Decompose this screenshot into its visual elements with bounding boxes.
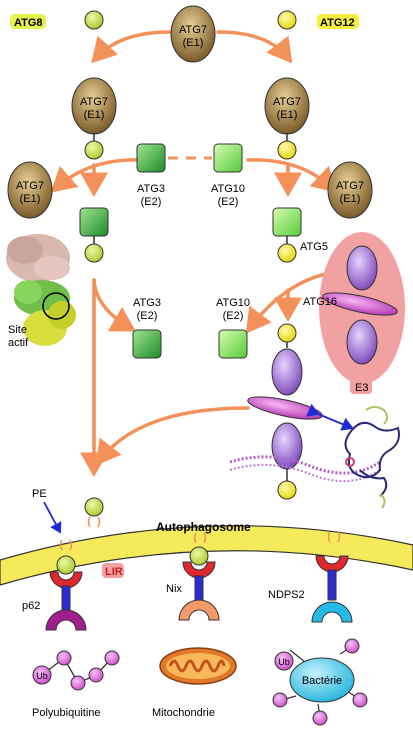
atg10-released-square — [218, 329, 248, 359]
lir-label: LIR — [105, 566, 123, 578]
atg7-e1-left: ATG7 (E1) — [71, 77, 117, 135]
atg10-e2-label: (E2) — [218, 196, 239, 208]
lc3-anchor-nix — [193, 532, 207, 544]
atg7-e1-released-left: ATG7 (E1) — [7, 161, 53, 219]
active-site-circle — [42, 292, 70, 320]
ndps2-tail — [311, 601, 353, 623]
e3-label-bg — [350, 379, 372, 394]
autophagosome-membrane — [0, 525, 413, 586]
atg3-released-square — [132, 329, 162, 359]
atg7-e1-released-right: ATG7 (E1) — [327, 161, 373, 219]
mitochondria-icon — [159, 647, 237, 685]
polyubiquitine-label: Polyubiquitine — [32, 707, 101, 719]
arrow-atg10-to-atg7 — [246, 158, 338, 193]
svg-text:ATG7: ATG7 — [16, 180, 44, 192]
nix-label: Nix — [166, 583, 182, 595]
ndps2-stem — [327, 569, 337, 601]
lc3-dot-p62 — [56, 555, 76, 575]
svg-text:(E1): (E1) — [340, 193, 361, 205]
e3-label: E3 — [355, 382, 368, 394]
atg12-label: ATG12 — [320, 17, 355, 29]
svg-text:(E1): (E1) — [84, 109, 105, 121]
svg-text:ATG7: ATG7 — [80, 96, 108, 108]
lc3-dot-nix — [189, 546, 209, 566]
atg3-e2-label: (E2) — [141, 196, 162, 208]
lc3-pe-dot — [84, 497, 104, 517]
svg-text:(E1): (E1) — [20, 193, 41, 205]
ub-circle-bact — [274, 651, 294, 671]
atg5-label: ATG5 — [300, 241, 328, 253]
atg10-released-e2: (E2) — [223, 310, 244, 322]
atg7-e1-right: ATG7 (E1) — [264, 77, 310, 135]
atg3-e2-square — [136, 143, 166, 173]
atg12-dot-conj — [277, 243, 297, 263]
atg10-conjugate-square — [272, 207, 302, 237]
polyubiquitin-chain — [32, 650, 120, 691]
nix-red-cup — [182, 561, 216, 579]
pe-label: PE — [32, 488, 47, 500]
p62-red-cup — [49, 571, 83, 589]
svg-text:ATG7: ATG7 — [273, 96, 301, 108]
p62-stem — [61, 585, 71, 613]
p62-label: p62 — [22, 600, 40, 612]
atg8-dot-left — [84, 140, 104, 160]
atg7-structure-image — [6, 234, 76, 346]
nix-stem — [194, 575, 204, 603]
mitochondrie-label: Mitochondrie — [152, 707, 215, 719]
ub-circle-poly — [32, 665, 52, 685]
ndps2-label: NDPS2 — [268, 589, 305, 601]
atg12-dot-right — [277, 140, 297, 160]
atg16-label: ATG16 — [303, 296, 337, 308]
svg-text:ATG7: ATG7 — [179, 24, 207, 36]
atg3-label: ATG3 — [137, 183, 165, 195]
arrow-complex-to-lc3 — [95, 406, 250, 466]
atg8-label: ATG8 — [14, 17, 43, 29]
arrow-atg8-to-atg7 — [91, 30, 172, 64]
atg8-dot-top — [84, 10, 104, 30]
lir-label-bg — [102, 563, 124, 578]
actif-label: actif — [8, 337, 29, 349]
svg-text:(E1): (E1) — [183, 37, 204, 49]
atg12-dot-complex-bottom — [277, 480, 297, 500]
arrow-atg3-to-atg7 — [50, 158, 142, 193]
atg12-dot-top — [277, 10, 297, 30]
atg3-conjugate-square — [79, 207, 109, 237]
atg7-e1-top: ATG7 (E1) — [170, 5, 216, 63]
autophagosome-label: Autophagosome — [156, 520, 251, 534]
arrow-release-atg3 — [92, 278, 137, 332]
pe-arrow — [43, 501, 62, 534]
atg8-dot-conj — [84, 243, 104, 263]
atg3-released-label: ATG3 — [133, 297, 161, 309]
atg10-e2-square — [213, 143, 243, 173]
lc3-pe-anchor — [87, 516, 101, 528]
atg10-released-label: ATG10 — [216, 297, 250, 309]
atg10-label: ATG10 — [211, 183, 245, 195]
svg-text:(E1): (E1) — [277, 109, 298, 121]
blue-double-arrow — [306, 403, 354, 431]
bacteria-icon — [272, 638, 368, 726]
atg3-released-e2: (E2) — [137, 310, 158, 322]
atg5-atg16-complex-free — [322, 245, 398, 365]
e3-structure-image — [229, 406, 400, 509]
atg12-label-bg — [317, 14, 359, 29]
svg-text:ATG7: ATG7 — [336, 180, 364, 192]
arrow-atg12-to-atg7 — [216, 30, 293, 64]
p62-tail — [45, 609, 87, 631]
lc3-anchor-p62 — [59, 539, 73, 551]
ub-label-bact: Ub — [278, 657, 290, 667]
atg12-dot-complex-top — [277, 323, 297, 343]
nix-tail — [178, 599, 220, 621]
bacterie-label: Bactérie — [302, 675, 342, 687]
atg8-label-bg — [10, 14, 46, 29]
ndps2-red-cup — [315, 555, 349, 573]
lc3-anchor-ndps2 — [327, 531, 341, 543]
site-label: Site — [8, 324, 27, 336]
ub-label-poly: Ub — [36, 671, 48, 681]
e3-complex — [247, 348, 323, 470]
